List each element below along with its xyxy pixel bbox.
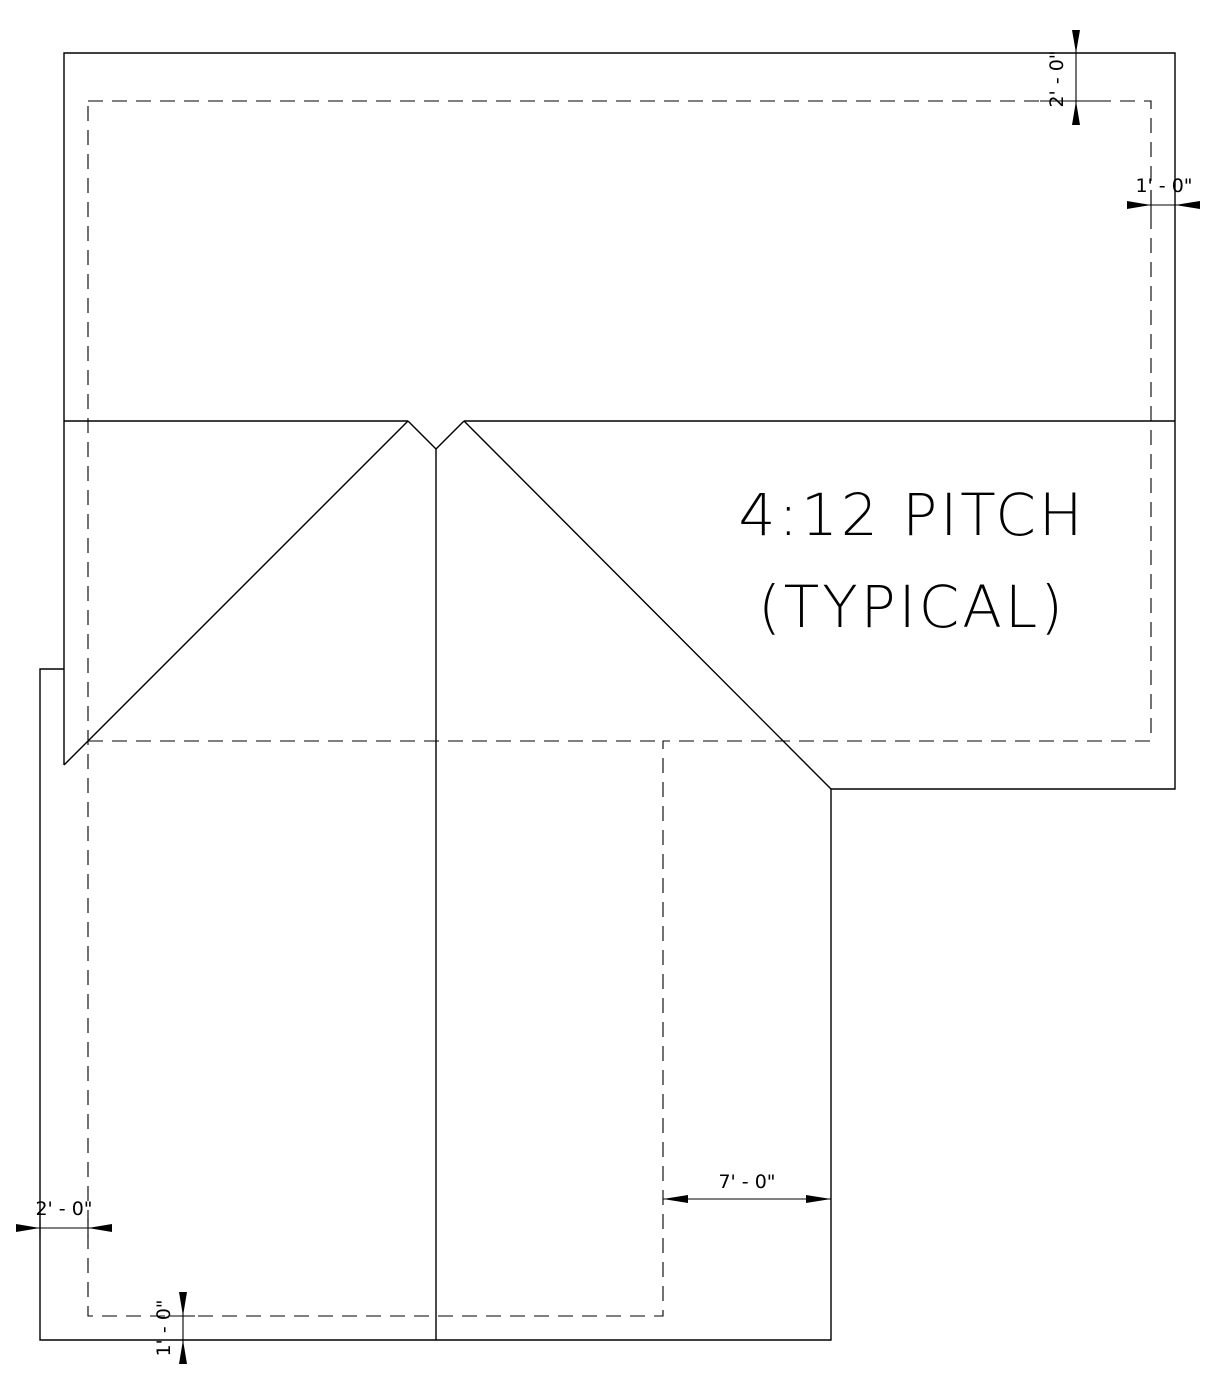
pitch-note-line1: 4:12 PITCH — [739, 481, 1086, 549]
left-hip-line — [63, 420, 409, 766]
right-valley-line — [435, 420, 465, 450]
exterior-wall-lines — [87, 100, 1152, 1317]
arrow-top-a — [1072, 30, 1080, 53]
dimension-inner-offset: 7' - 0" — [663, 1171, 831, 1203]
arrow-bottom-b — [179, 1340, 187, 1364]
arrow-inner-b — [806, 1195, 831, 1203]
arrow-inner-a — [663, 1195, 688, 1203]
arrow-right-b — [1175, 201, 1200, 209]
dimension-left-overhang: 2' - 0" — [16, 1198, 112, 1238]
arrow-bottom-a — [179, 1292, 187, 1316]
dimension-top-overhang: 2' - 0" — [1040, 30, 1110, 125]
dim-text-right-overhang: 1' - 0" — [1135, 175, 1192, 197]
arrow-left-b — [88, 1224, 112, 1232]
left-valley-line — [407, 420, 437, 450]
dim-text-top-overhang: 2' - 0" — [1046, 50, 1068, 107]
dim-text-left-overhang: 2' - 0" — [35, 1198, 92, 1220]
dim-text-inner-offset: 7' - 0" — [718, 1171, 775, 1193]
arrow-top-b — [1072, 101, 1080, 125]
right-hip-line — [463, 420, 832, 790]
wall-outline — [87, 100, 1152, 1317]
roof-outline — [39, 52, 1176, 1341]
dimension-right-overhang: 1' - 0" — [1127, 175, 1200, 214]
dimension-bottom-overhang: 1' - 0" — [153, 1292, 195, 1364]
arrow-right-a — [1127, 201, 1151, 209]
main-roof-edge — [39, 52, 1176, 1341]
hips-and-ridge — [63, 420, 832, 1340]
dim-text-bottom-overhang: 1' - 0" — [153, 1299, 175, 1356]
pitch-note-line2: (TYPICAL) — [758, 573, 1066, 641]
arrow-left-a — [16, 1224, 40, 1232]
pitch-note: 4:12 PITCH (TYPICAL) — [739, 481, 1086, 641]
